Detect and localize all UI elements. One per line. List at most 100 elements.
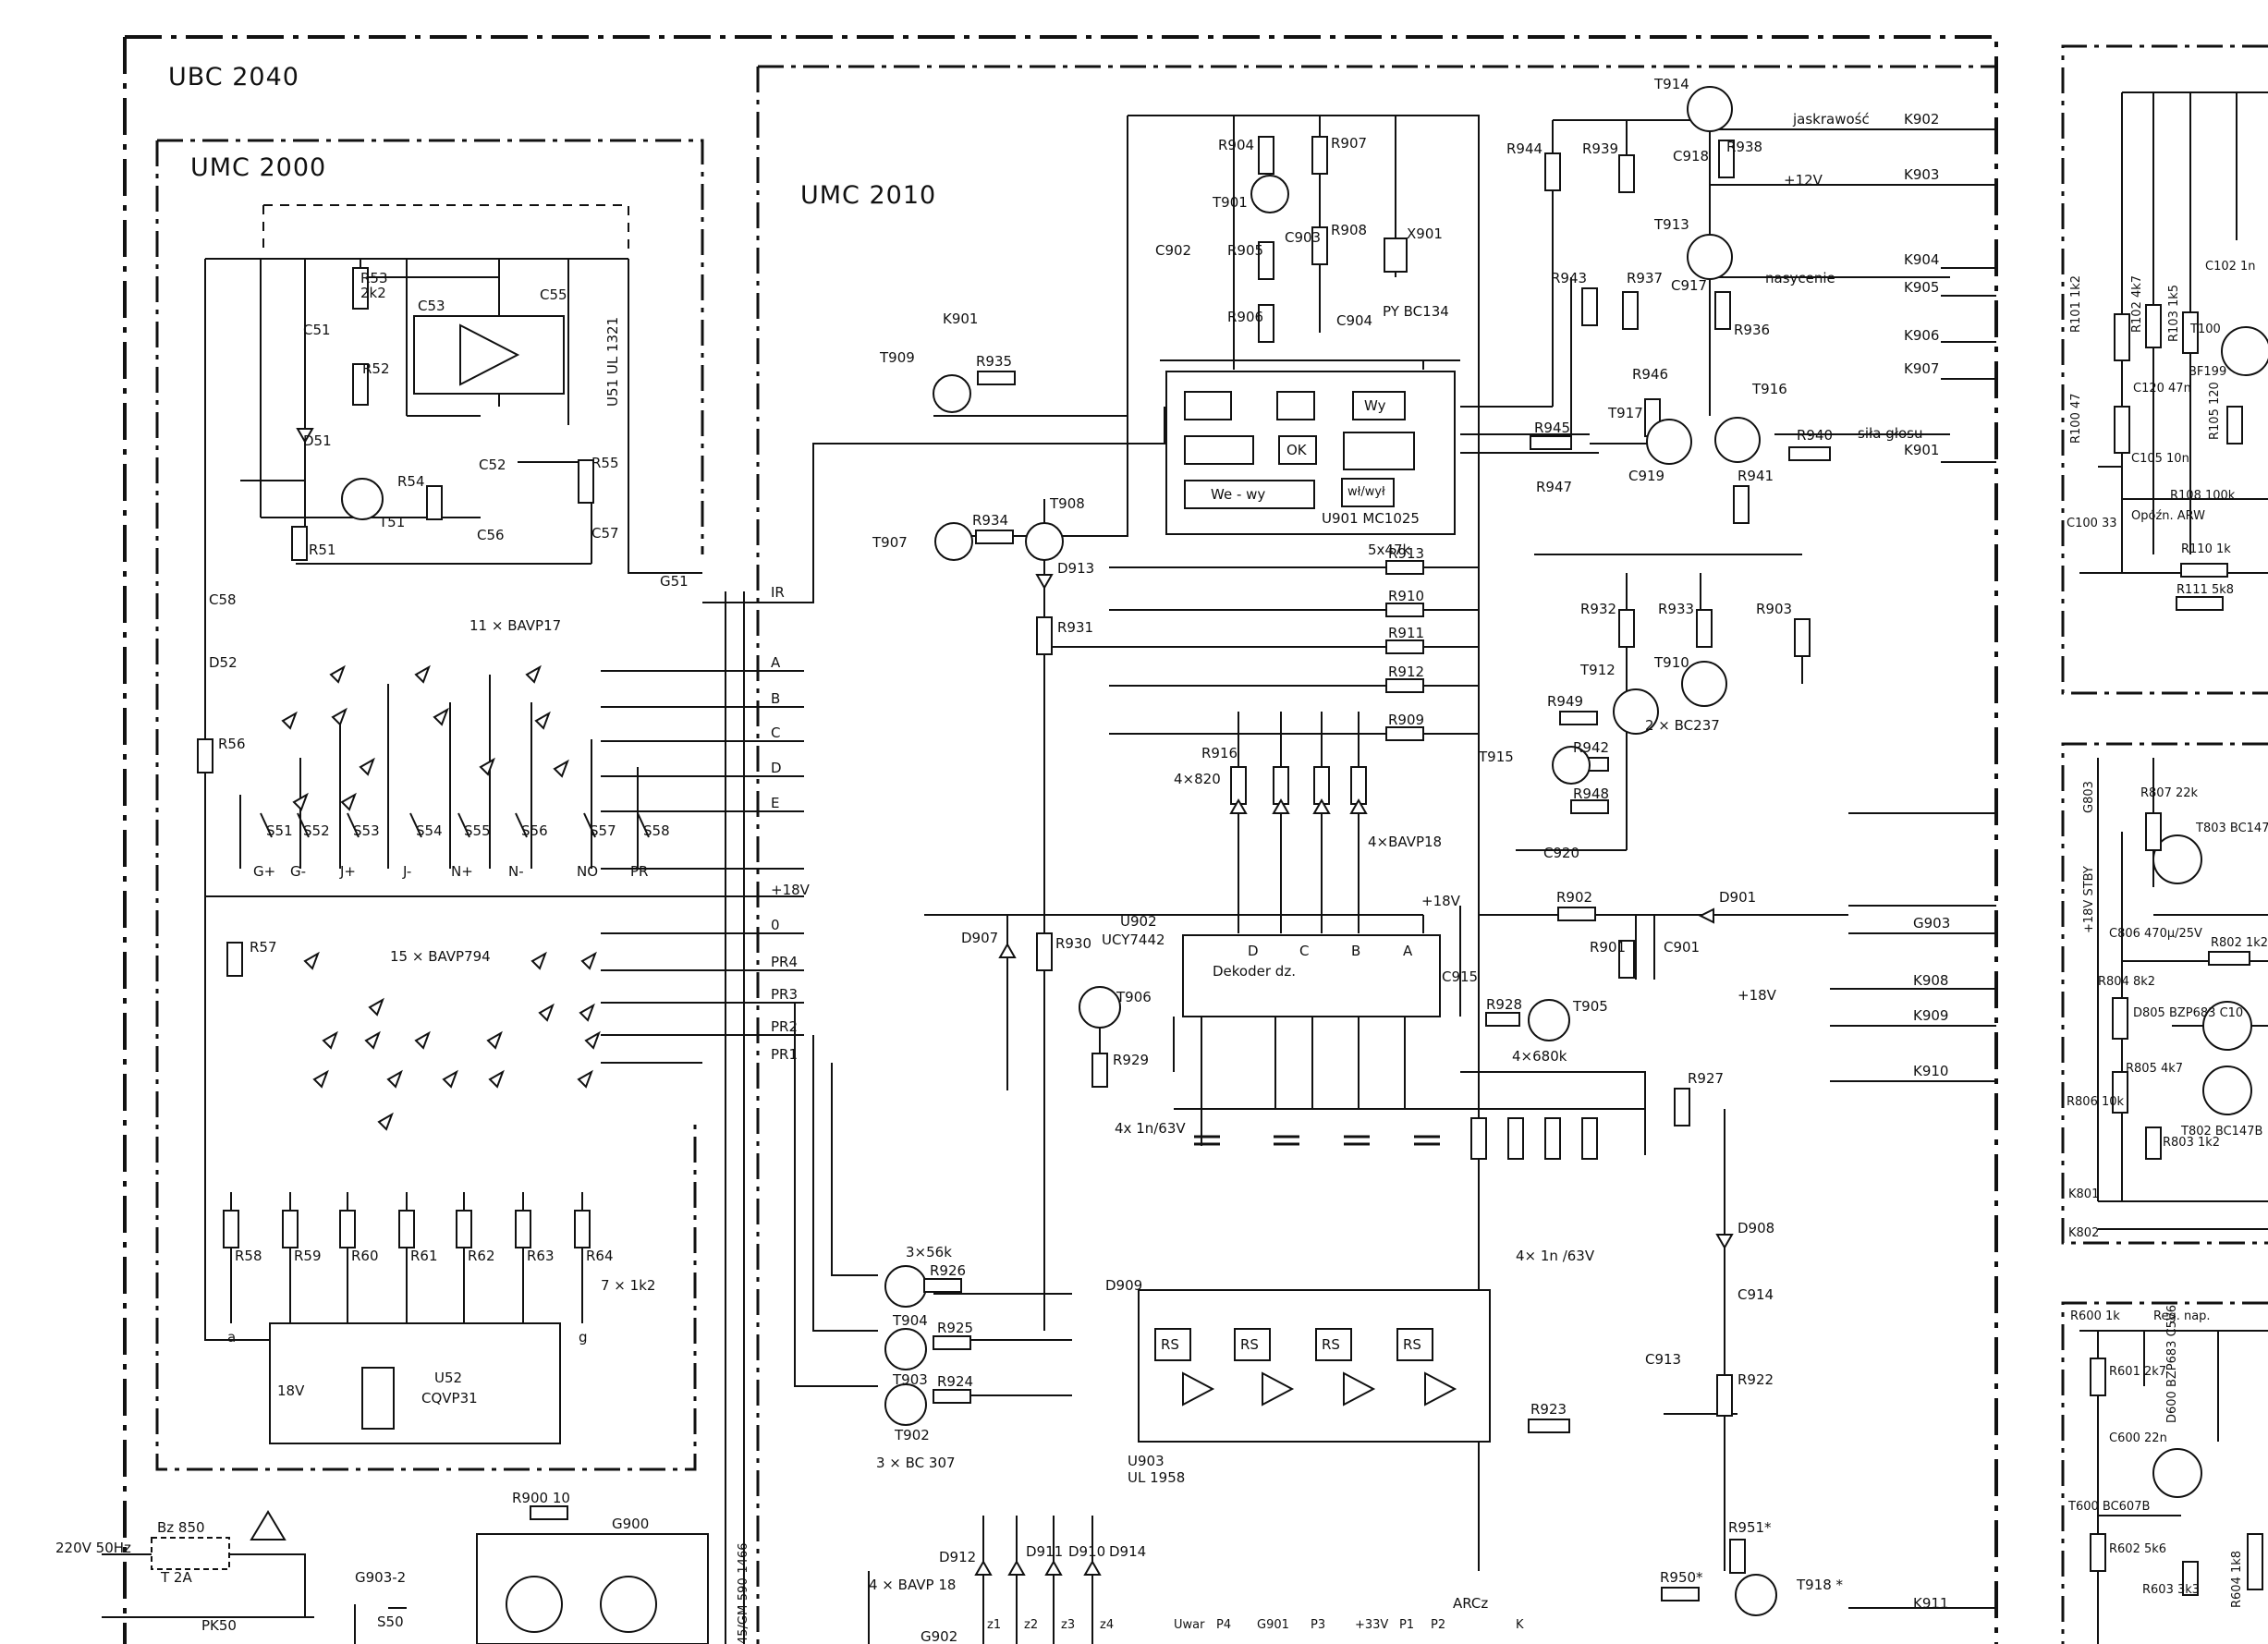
g900-label: G900 [612, 1516, 649, 1532]
p2-stby-label: +18V STBY [2082, 866, 2096, 933]
r937-label: R937 [1627, 270, 1663, 286]
c58-label: C58 [209, 591, 237, 608]
seg-res-4 [398, 1210, 415, 1248]
matrix-diode-23 [584, 1030, 601, 1050]
switch-label-5: N+ [451, 863, 473, 880]
bus-label-7: +18V [771, 882, 811, 898]
r900 [530, 1505, 568, 1520]
r940 [1788, 446, 1831, 461]
seg-res-3 [339, 1210, 356, 1248]
r922 [1716, 1374, 1733, 1417]
r943-label: R943 [1551, 270, 1587, 286]
switch-name-6: S56 [521, 822, 548, 839]
r57 [226, 942, 243, 977]
u901-osc [1184, 391, 1232, 420]
t906-label: T906 [1116, 989, 1152, 1005]
matrix-diode-1 [329, 664, 346, 684]
right-signal-wires [1460, 102, 1950, 454]
matrix-diode-21 [414, 1030, 431, 1050]
k906-label: K906 [1904, 327, 1939, 344]
p1-r102 [2145, 304, 2162, 348]
t915-label: T915 [1478, 749, 1514, 765]
r55 [578, 459, 594, 504]
u52-label2: CQVP31 [421, 1390, 478, 1407]
c51-label: C51 [303, 322, 331, 338]
r908-label: R908 [1331, 222, 1367, 238]
t907-label: T907 [872, 534, 908, 551]
bus-label-12: PR1 [771, 1046, 798, 1063]
u51-label: U51 UL 1321 [604, 317, 621, 407]
r926-val: 3×56k [906, 1244, 952, 1260]
p2-g803-label: G803 [2082, 781, 2096, 813]
p2-t803 [2152, 834, 2202, 884]
switch-6 [515, 812, 528, 838]
u901-wewy-text: We - wy [1211, 486, 1265, 503]
r950 [1661, 1587, 1700, 1601]
bottom-diodes [974, 1516, 1102, 1644]
bus-label-10: PR3 [771, 986, 798, 1003]
rs-label-2: RS [1240, 1336, 1259, 1353]
t902 [884, 1383, 927, 1426]
ladder-res-5 [1385, 726, 1424, 741]
u902-chip [1182, 934, 1441, 1017]
t903 [884, 1328, 927, 1370]
d51-label: D51 [303, 432, 332, 449]
plus18b-label: +18V [1738, 987, 1777, 1004]
r930-label: R930 [1055, 935, 1091, 952]
r54 [426, 485, 443, 520]
p3-r603 [2182, 1561, 2199, 1596]
t904 [884, 1265, 927, 1308]
d909-label: D909 [1105, 1277, 1142, 1294]
sila-label: siła głosu [1858, 425, 1923, 442]
t907 [934, 522, 973, 561]
r933 [1696, 609, 1713, 648]
p2-d805-label: D805 BZP683 C10 [2133, 1006, 2243, 1020]
c55-label: C55 [540, 286, 567, 303]
arcz-label: ARCz [1453, 1595, 1488, 1612]
fuse-label: T 2A [160, 1569, 192, 1586]
d901-label: D901 [1719, 889, 1756, 906]
matrix-diode-17 [538, 1003, 555, 1022]
p1-r111 [2176, 596, 2224, 611]
switch-2 [297, 812, 310, 838]
t901-label: T901 [1212, 194, 1248, 211]
matrix-diode-26 [442, 1069, 458, 1089]
bus-label-8: 0 [771, 917, 780, 933]
matrix-diode-10 [553, 759, 569, 778]
u901-ok [1278, 435, 1317, 465]
p2-k802-label: K802 [2068, 1226, 2099, 1240]
matrix-diode-12 [340, 792, 357, 811]
d901-diode [1698, 907, 1714, 924]
nasyc-label: nasycenie [1765, 270, 1835, 286]
matrix-diode-3 [525, 664, 542, 684]
key-matrix-wires [239, 675, 639, 869]
d913-label: D913 [1057, 560, 1094, 577]
matrix-diode-13 [303, 951, 320, 970]
d90x-diode-1 [1229, 798, 1248, 814]
r943 [1581, 287, 1598, 326]
r945 [1530, 435, 1572, 450]
r916-group [1229, 766, 1368, 814]
p3-wire [2079, 1330, 2268, 1644]
u902-label2: UCY7442 [1102, 932, 1165, 948]
u901-wlwyl-text: wł/wył [1347, 485, 1385, 499]
r53-label: R53 [360, 270, 388, 286]
r948-label: R948 [1573, 785, 1609, 802]
t912-label: T912 [1579, 662, 1616, 678]
bus-label-6: E [771, 795, 779, 811]
u902-title: Dekoder dz. [1213, 963, 1296, 980]
bus-trunk [725, 591, 745, 1644]
bz-label: Bz 850 [157, 1519, 205, 1536]
d910-label: D910 [1068, 1543, 1105, 1560]
switch-5 [457, 812, 470, 838]
r941 [1733, 485, 1750, 524]
k904-label: K904 [1904, 251, 1939, 268]
d90x-diode-2 [1272, 798, 1290, 814]
bus-label-9: PR4 [771, 954, 798, 970]
bottom-pin-11: P2 [1431, 1618, 1445, 1632]
t914-label: T914 [1653, 76, 1689, 92]
rs-label-4: RS [1403, 1336, 1421, 1353]
p1-r100-label: R100 47 [2069, 393, 2083, 444]
